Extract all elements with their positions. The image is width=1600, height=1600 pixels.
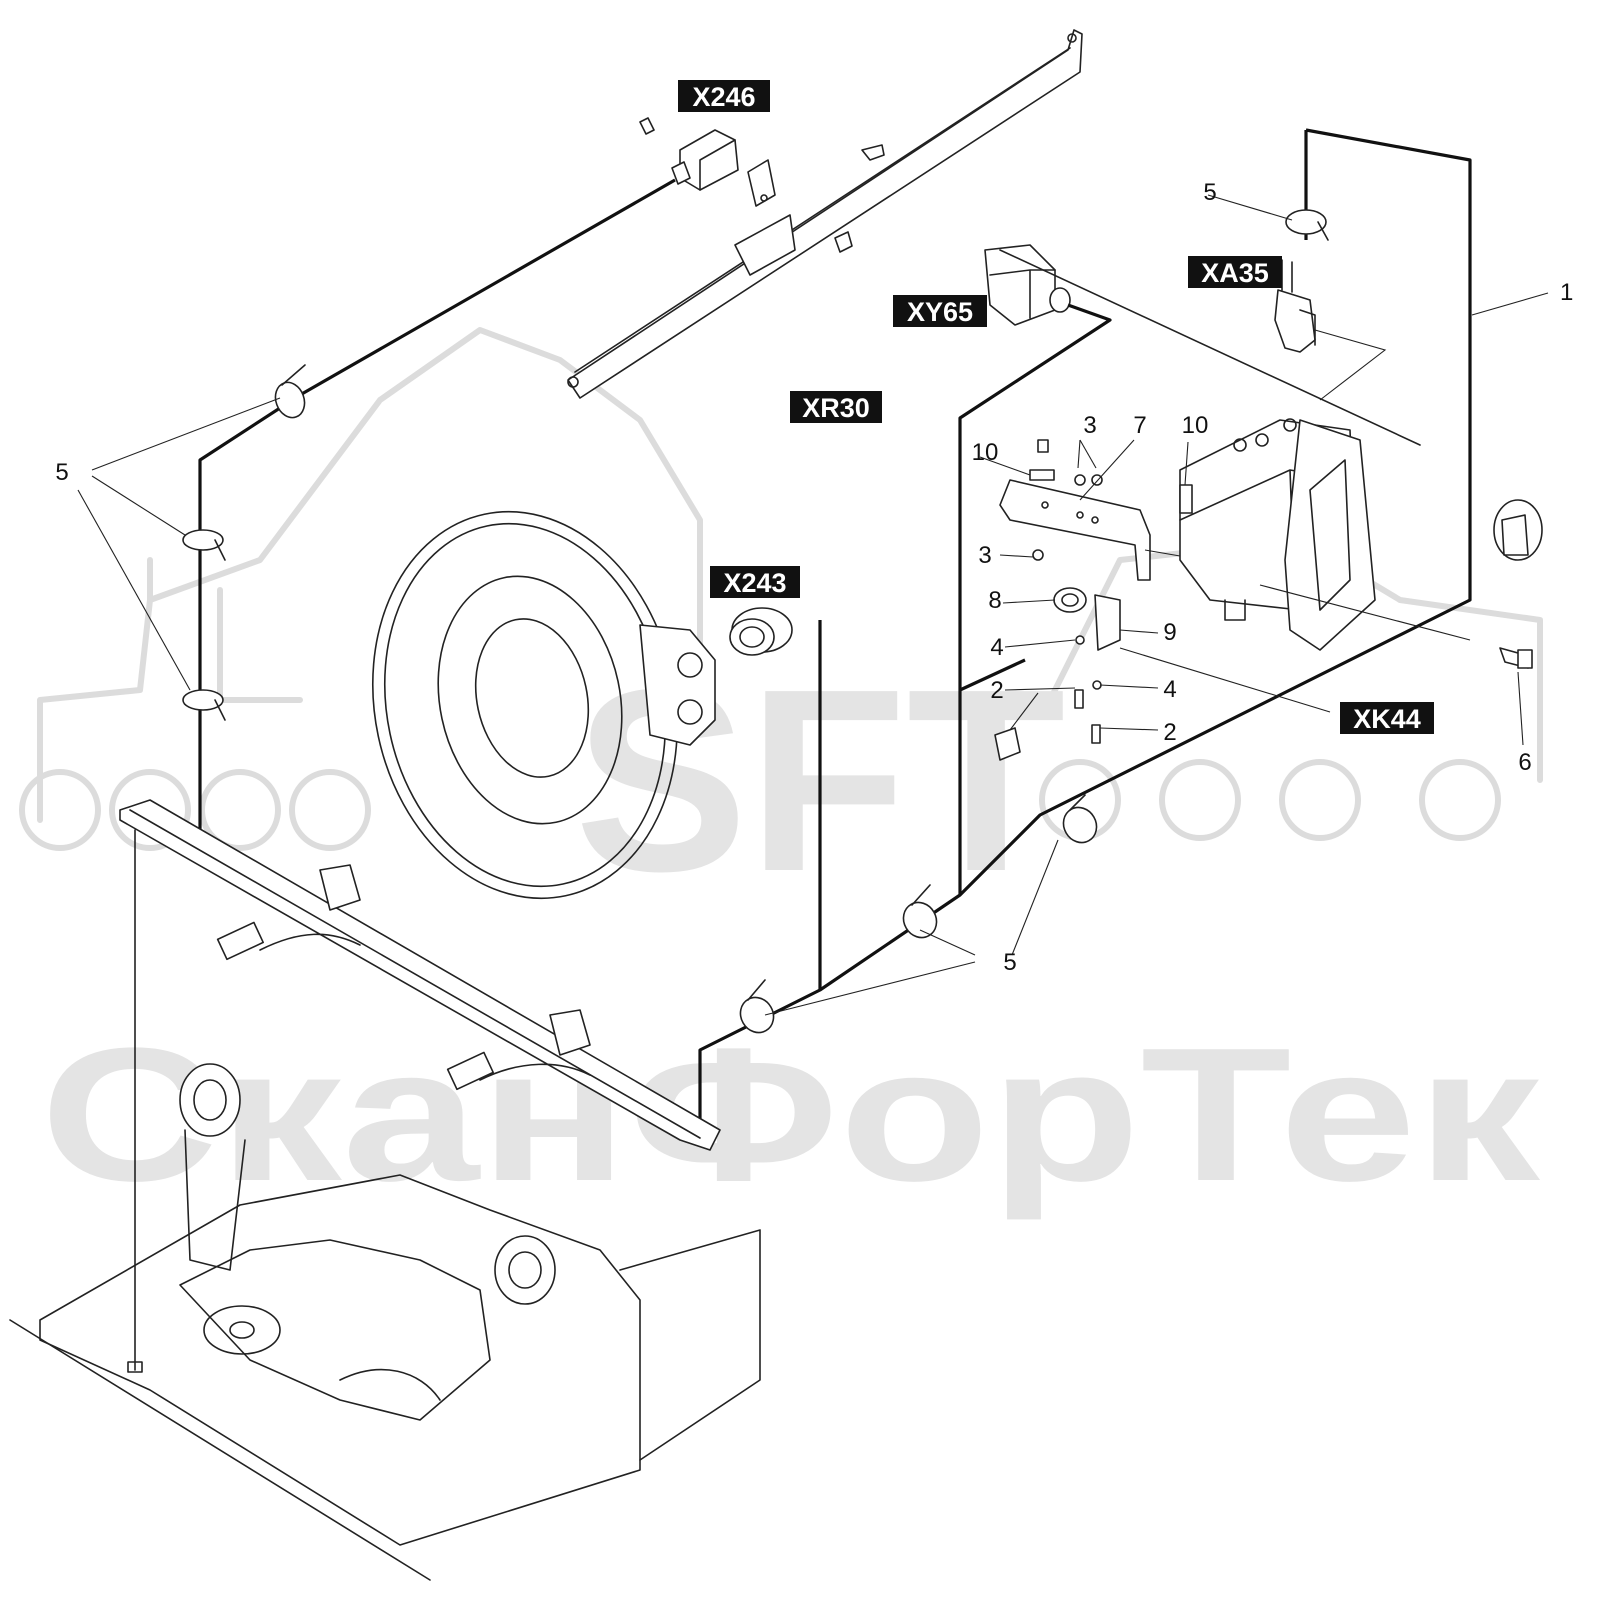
cable-tie bbox=[902, 884, 938, 939]
cable-tie bbox=[739, 979, 775, 1034]
tag-x246: X246 bbox=[678, 80, 770, 112]
svg-text:XY65: XY65 bbox=[907, 297, 973, 327]
small-parts bbox=[994, 439, 1193, 761]
cable-tie bbox=[1062, 794, 1098, 844]
callout-5-bottom: 5 bbox=[1003, 949, 1016, 976]
connector-tags: X246 XA35 XY65 XR30 X243 XK44 bbox=[678, 80, 1434, 734]
cable-tie bbox=[182, 689, 226, 721]
watermark-text: СканФорТек bbox=[40, 1009, 1541, 1221]
tag-xk44: XK44 bbox=[1340, 702, 1434, 734]
flywheel-housing bbox=[371, 510, 716, 900]
callout-3-top: 3 bbox=[1083, 412, 1096, 439]
callout-2-left: 2 bbox=[990, 677, 1003, 704]
cross-member bbox=[119, 799, 721, 1151]
bolt-6 bbox=[1499, 647, 1533, 669]
callout-5-top: 5 bbox=[1203, 179, 1216, 206]
relay-bracket-7 bbox=[999, 479, 1151, 581]
callout-1: 1 bbox=[1560, 279, 1573, 306]
svg-text:X243: X243 bbox=[723, 568, 786, 598]
relay-9 bbox=[1094, 594, 1121, 651]
tag-x243: X243 bbox=[710, 566, 800, 598]
relay-block-assembly bbox=[1179, 418, 1376, 651]
machine-frame bbox=[9, 829, 761, 1581]
callout-5-left: 5 bbox=[55, 459, 68, 486]
callout-10-right: 10 bbox=[1182, 412, 1209, 439]
cable-tie bbox=[274, 364, 306, 419]
tag-xr30: XR30 bbox=[790, 391, 882, 423]
callout-6: 6 bbox=[1518, 749, 1531, 776]
callout-4-right: 4 bbox=[1163, 676, 1176, 703]
callout-10-left: 10 bbox=[972, 439, 999, 466]
grommet-x243 bbox=[729, 607, 793, 656]
cable-tie bbox=[182, 529, 226, 561]
cable-clip-8 bbox=[1053, 587, 1087, 613]
svg-text:XK44: XK44 bbox=[1353, 704, 1421, 734]
connector-x246 bbox=[639, 117, 853, 253]
leader-lines bbox=[77, 194, 1549, 1016]
callout-numbers: 1 5 5 5 3 7 10 10 3 8 9 4 2 4 2 6 bbox=[55, 179, 1573, 976]
upper-mounting-bar bbox=[567, 29, 1083, 399]
callout-3-left: 3 bbox=[978, 542, 991, 569]
cable-tie bbox=[1285, 209, 1329, 241]
cable-ties bbox=[182, 209, 1329, 1034]
tag-xa35: XA35 bbox=[1188, 256, 1282, 288]
callout-4-left: 4 bbox=[990, 634, 1003, 661]
svg-text:XR30: XR30 bbox=[802, 393, 870, 423]
connector-xa35 bbox=[1274, 259, 1387, 401]
svg-text:XA35: XA35 bbox=[1201, 258, 1269, 288]
solenoid-xy65 bbox=[984, 244, 1421, 446]
callout-8: 8 bbox=[988, 587, 1001, 614]
svg-text:X246: X246 bbox=[692, 82, 755, 112]
tag-xy65: XY65 bbox=[893, 295, 987, 327]
callout-9: 9 bbox=[1163, 619, 1176, 646]
grommet-right bbox=[1493, 499, 1543, 561]
callout-7: 7 bbox=[1133, 412, 1146, 439]
callout-2-right: 2 bbox=[1163, 719, 1176, 746]
